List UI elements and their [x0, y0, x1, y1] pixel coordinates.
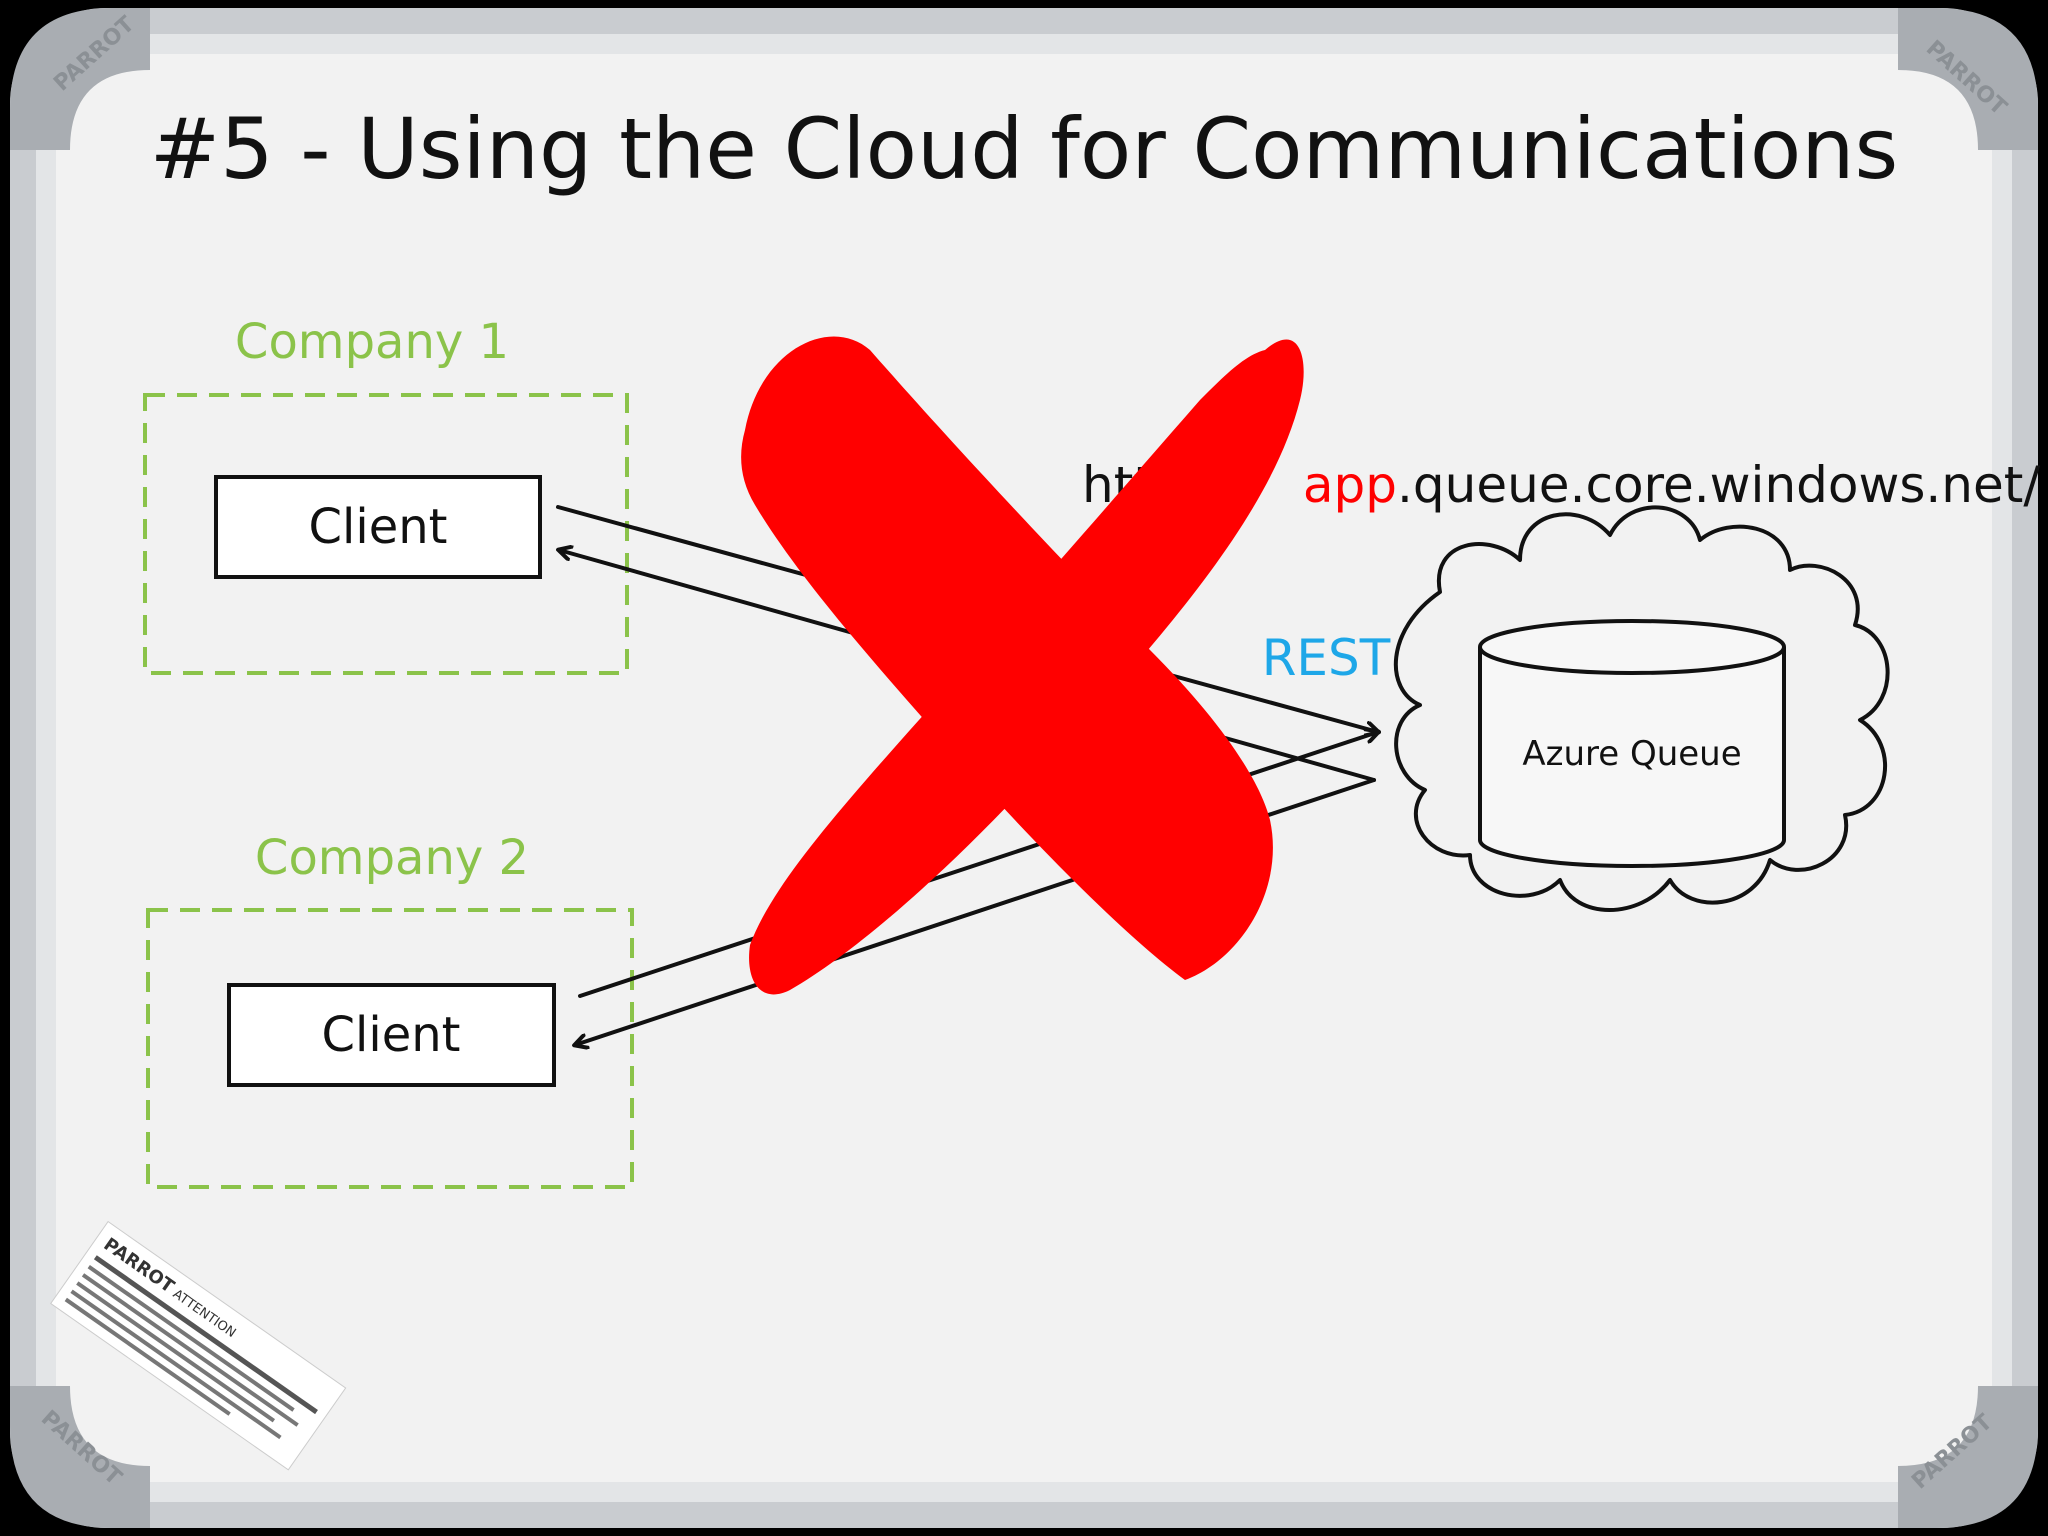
queue-url-highlight: app [1303, 456, 1397, 514]
queue-label: Azure Queue [1522, 734, 1741, 774]
rest-label: REST [1262, 629, 1391, 687]
company-2-client-box [227, 983, 556, 1087]
company-2-group: Company 2 Client [146, 830, 634, 1189]
queue-cylinder-icon [1478, 619, 1786, 868]
company-2-label: Company 2 [255, 830, 529, 886]
company-1-client-box [214, 475, 542, 579]
company-1-group: Company 1 Client [143, 314, 629, 675]
manufacturer-sticker: PARROT ATTENTION [50, 1220, 347, 1471]
company-1-boundary [143, 393, 629, 675]
queue-url-suffix: .queue.core.windows.net/ [1397, 456, 2040, 514]
page-title: #5 - Using the Cloud for Communications [150, 100, 1899, 198]
company-2-client-label: Client [322, 1007, 461, 1063]
company-1-label: Company 1 [235, 314, 509, 370]
company-2-boundary [146, 908, 634, 1189]
company-1-client-label: Client [309, 499, 448, 555]
red-cross-icon [741, 336, 1304, 995]
